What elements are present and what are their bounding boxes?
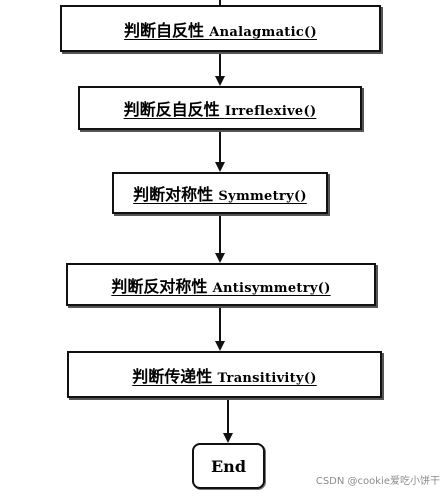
step-label: 判断反对称性 Antisymmetry() <box>111 273 330 297</box>
step-cn-text: 判断反对称性 <box>111 276 208 296</box>
step-cn-text: 判断对称性 <box>133 185 214 204</box>
watermark: CSDN @cookie爱吃小饼干 <box>315 476 440 487</box>
step-fn-text: Antisymmetry() <box>212 280 331 296</box>
step-antisymmetry: 判断反对称性 Antisymmetry() <box>66 263 376 306</box>
step-fn-text: Transitivity() <box>217 370 317 386</box>
step-irreflexive: 判断反自反性 Irreflexive() <box>78 86 362 130</box>
step-cn-text: 判断传递性 <box>132 366 213 386</box>
step-label: 判断反自反性 Irreflexive() <box>124 96 317 120</box>
step-fn-text: Irreflexive() <box>224 104 317 119</box>
step-label: 判断传递性 Transitivity() <box>132 363 316 387</box>
step-cn-text: 判断反自反性 <box>123 100 220 119</box>
step-label: 判断对称性 Symmetry() <box>133 181 307 205</box>
end-label: End <box>210 456 246 476</box>
step-label: 判断自反性 Analagmatic() <box>124 17 317 41</box>
step-analagmatic: 判断自反性 Analagmatic() <box>60 5 381 52</box>
step-transitivity: 判断传递性 Transitivity() <box>67 351 382 398</box>
step-symmetry: 判断对称性 Symmetry() <box>112 172 328 214</box>
end-terminal: End <box>192 443 265 489</box>
step-cn-text: 判断自反性 <box>124 20 205 40</box>
step-fn-text: Analagmatic() <box>209 24 317 40</box>
step-fn-text: Symmetry() <box>218 189 307 204</box>
